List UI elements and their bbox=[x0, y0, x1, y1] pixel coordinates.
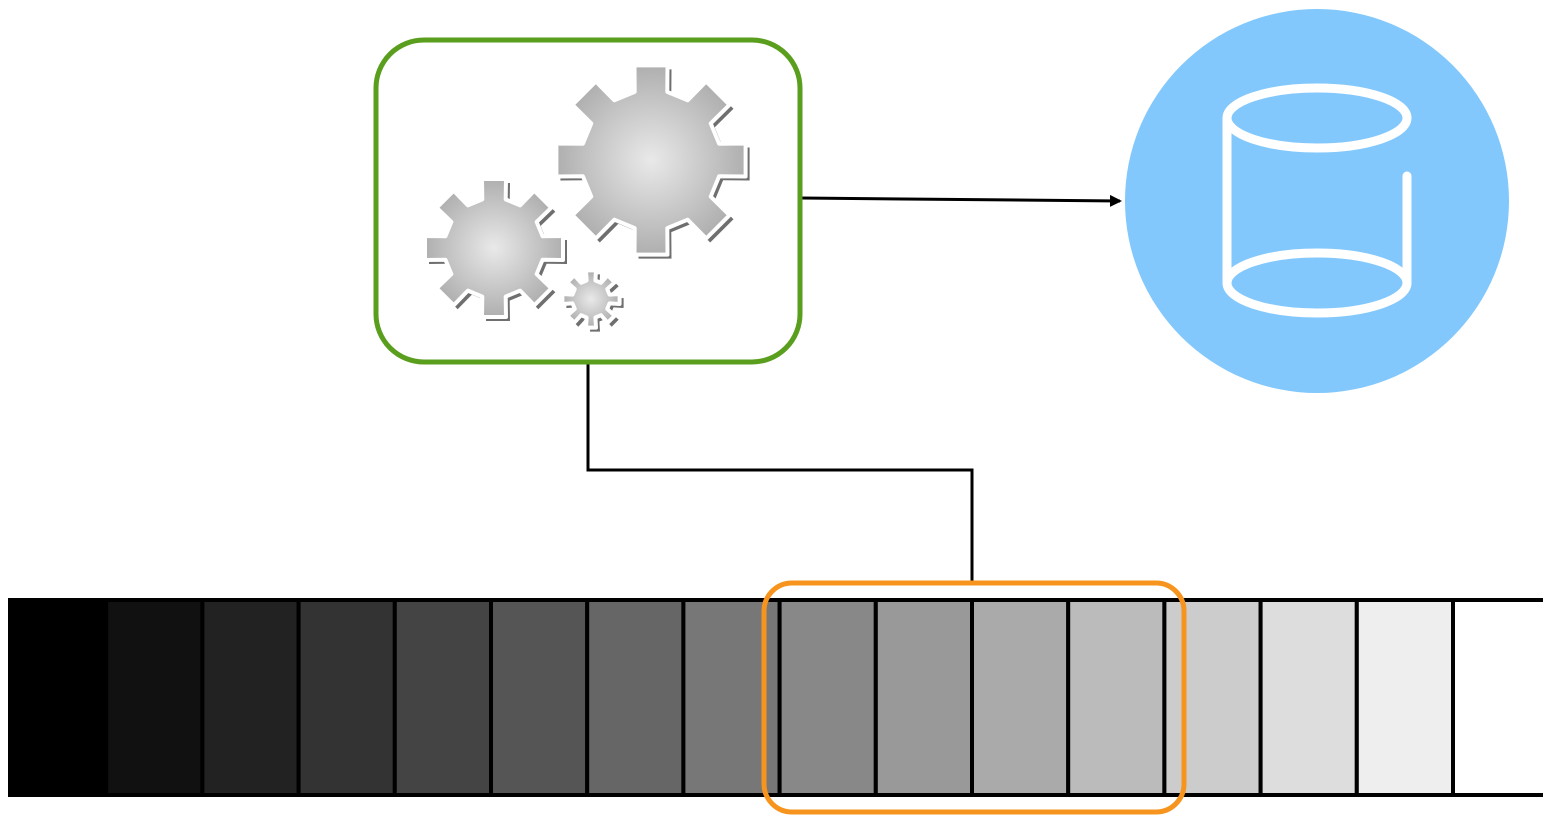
selection-window bbox=[761, 580, 1187, 815]
grayscale-cell bbox=[392, 598, 493, 797]
processor-node bbox=[373, 37, 803, 365]
grayscale-cell bbox=[777, 598, 878, 797]
grayscale-cell bbox=[1162, 598, 1263, 797]
small-gear-icon bbox=[560, 268, 624, 332]
database-node bbox=[1125, 9, 1509, 393]
grayscale-cell bbox=[296, 598, 397, 797]
large-gear-icon bbox=[554, 63, 750, 259]
database-cylinder-icon bbox=[1222, 83, 1412, 318]
grayscale-cell bbox=[1451, 598, 1543, 797]
gears-icon bbox=[423, 63, 750, 332]
database-circle bbox=[1125, 9, 1509, 393]
grayscale-cell bbox=[970, 598, 1071, 797]
connector-processor-to-selection bbox=[586, 362, 974, 585]
grayscale-cell bbox=[200, 598, 301, 797]
grayscale-cell bbox=[104, 598, 205, 797]
medium-gear-icon bbox=[423, 177, 567, 321]
grayscale-cell bbox=[585, 598, 686, 797]
grayscale-strip bbox=[8, 598, 1543, 797]
grayscale-cell bbox=[8, 598, 109, 797]
grayscale-cell bbox=[1258, 598, 1359, 797]
grayscale-cell bbox=[1066, 598, 1167, 797]
connector-processor-to-database bbox=[800, 194, 1122, 207]
grayscale-cell bbox=[489, 598, 590, 797]
grayscale-cell bbox=[1354, 598, 1456, 797]
grayscale-cell bbox=[873, 598, 974, 797]
